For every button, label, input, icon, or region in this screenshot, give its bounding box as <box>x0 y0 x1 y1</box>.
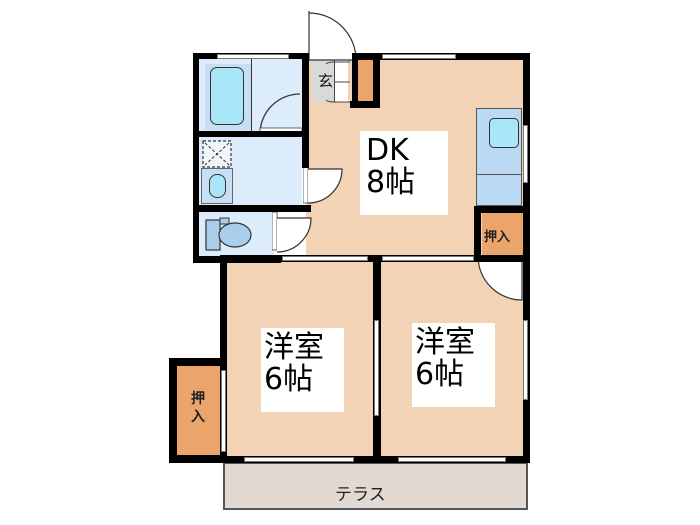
closet-dk <box>482 213 524 255</box>
wall <box>169 455 227 463</box>
right-room-window-bottom <box>398 457 506 462</box>
terrace <box>223 462 528 510</box>
wall <box>523 53 530 463</box>
wall <box>350 101 380 108</box>
wall <box>220 456 530 463</box>
bath-divider <box>251 58 252 134</box>
room-divider-sliding-door <box>374 320 379 416</box>
dk-window-right <box>523 125 528 183</box>
dk-sliding-door-right <box>382 256 474 261</box>
closet-left-sliding-door <box>221 370 226 452</box>
closet-left-label-top: 押 <box>191 391 205 407</box>
closet-left <box>176 365 222 455</box>
dk-sliding-door-left <box>282 256 368 261</box>
entrance-inner-door-icon <box>326 61 350 103</box>
washbasin-icon <box>201 168 233 204</box>
closet-entrance <box>358 60 374 102</box>
entrance-step <box>334 60 348 102</box>
bathroom-door-icon <box>259 93 303 135</box>
western-room-right-type: 洋室 <box>415 325 475 360</box>
wall <box>193 131 309 137</box>
dk-room-size: 8帖 <box>366 164 416 200</box>
right-room-window <box>523 320 528 400</box>
wall <box>169 358 177 463</box>
entrance-door-icon <box>308 11 357 61</box>
bathtub-icon <box>205 64 251 130</box>
toilet-icon <box>205 217 252 251</box>
toilet-door-icon <box>272 212 312 253</box>
left-room-window-bottom <box>244 457 354 462</box>
western-room-left-size: 6帖 <box>264 361 314 397</box>
wall <box>474 206 526 213</box>
entrance-label: 玄 <box>318 72 334 90</box>
wall <box>169 358 227 366</box>
wall <box>352 53 358 108</box>
washing-machine-icon <box>202 140 232 168</box>
dk-room-type: DK <box>366 133 409 168</box>
wall <box>373 53 380 108</box>
western-room-left-type: 洋室 <box>264 330 324 365</box>
wall <box>193 53 199 263</box>
dk-window-top <box>382 54 456 59</box>
closet-dk-label: 押入 <box>484 230 511 245</box>
washroom-door-icon <box>303 165 343 204</box>
wall <box>302 53 309 168</box>
entrance-floor <box>312 60 334 102</box>
western-room-right-size: 6帖 <box>415 356 465 392</box>
wall <box>193 205 311 212</box>
western-room-left-label: 洋室 6帖 <box>261 328 344 412</box>
terrace-label: テラス <box>335 485 386 505</box>
western-room-right-label: 洋室 6帖 <box>412 323 495 407</box>
western-room-right-door-icon <box>478 256 523 301</box>
kitchen-sink-icon <box>476 108 522 206</box>
dk-label: DK 8帖 <box>360 131 448 215</box>
bathroom-window <box>217 54 289 59</box>
wall <box>474 206 481 262</box>
closet-left-label-bottom: 入 <box>191 409 205 425</box>
